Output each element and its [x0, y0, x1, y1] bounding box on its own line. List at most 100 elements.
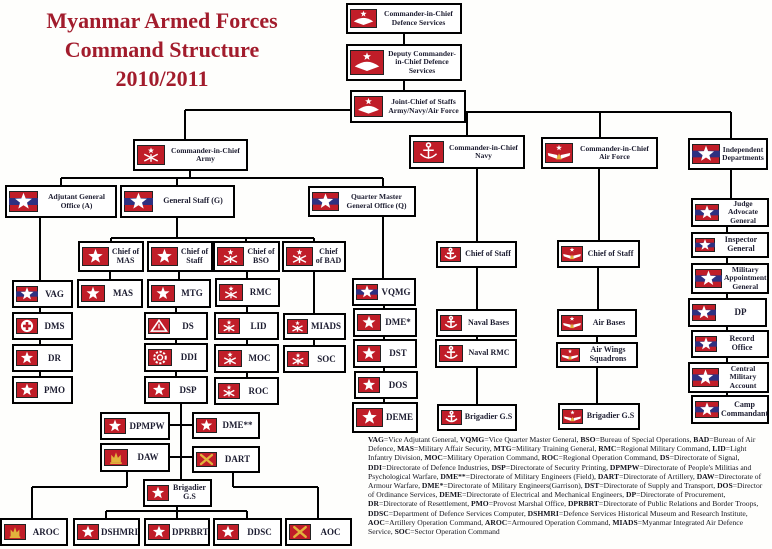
connector-line	[726, 393, 728, 395]
legend-definition: Directorate of Defence Industries	[386, 462, 488, 472]
legend-abbr: MTG	[493, 444, 512, 454]
legend-abbr: DEME	[439, 490, 463, 500]
connector-line	[596, 368, 598, 403]
legend-separator: ,	[564, 499, 568, 509]
legend-definition: Sector Operation Command	[414, 526, 500, 536]
connector-line	[232, 473, 234, 487]
legend-entry: DS=Directorate of Signal,	[660, 453, 740, 462]
connector-line	[176, 178, 178, 185]
crossed-flag-icon	[218, 350, 242, 367]
org-node-air-wings: Air Wings Squadrons	[556, 342, 638, 368]
legend-definition: Vice Quarter Master General	[488, 435, 577, 444]
legend-definition: Directorate of Signal	[673, 453, 738, 463]
connector-line	[178, 272, 180, 279]
connector-line	[726, 294, 728, 298]
org-node-chief-staff-army: Chief of Staff	[147, 241, 213, 272]
connector-line	[176, 218, 178, 238]
legend-definition: Light Infantry Division	[368, 444, 747, 463]
connector-line	[126, 472, 128, 487]
star-flag-icon	[16, 382, 38, 398]
connector-line	[245, 238, 247, 241]
legend-definition: Military Affair Security	[418, 444, 490, 454]
org-node-roc: ROC	[214, 377, 279, 405]
legend-entry: DP=Directorate of Procurement,	[626, 490, 725, 499]
org-node-dme1: DME*	[353, 308, 417, 337]
org-node-naval-bases: Naval Bases	[436, 309, 517, 337]
connector-line	[382, 178, 384, 186]
org-node-dpmpw: DPMPW	[100, 412, 170, 440]
legend-equals: =	[410, 526, 415, 536]
org-node-label: Military Appointment General	[724, 264, 767, 291]
org-node-chief-bso: Chief of BSO	[213, 241, 280, 272]
star-flag-icon	[147, 485, 169, 501]
legend-abbr: VQMG	[459, 435, 485, 444]
connector-line	[382, 217, 384, 278]
org-node-label: Brigadier G.S	[586, 411, 635, 421]
legend-definition: Regional Military Command	[620, 444, 709, 454]
legend-separator: ,	[418, 480, 422, 490]
org-node-label: Inspector General	[724, 235, 758, 253]
signal-flag-icon	[148, 318, 170, 334]
org-node-label: Record Office	[729, 334, 755, 352]
org-node-label: Brigadier G.S	[464, 412, 513, 422]
org-node-label: DOS	[388, 379, 408, 390]
connector-line	[246, 373, 248, 377]
crossed-flag-icon	[287, 319, 308, 334]
legend-definition: Department of Defence Services Computer	[392, 508, 524, 518]
legend-abbr: DDSC	[368, 508, 389, 518]
connector-line	[313, 272, 315, 313]
legend-abbr: AROC	[484, 517, 508, 527]
connector-line	[476, 368, 478, 404]
anchor-flag-icon	[439, 345, 463, 362]
org-node-dprbrt: DPRBRT	[144, 518, 210, 546]
legend-equals: =	[725, 444, 731, 454]
connector-line	[726, 358, 728, 362]
legend-definition: Vice Adjutant General	[388, 435, 457, 444]
legend-entry: DOS=Director of Ordinance Services,	[368, 481, 762, 499]
star-flag-icon	[151, 247, 178, 266]
legend-entry: LID=Light Infantry Division,	[368, 444, 747, 462]
org-node-deputy-cinc-ds: Deputy Commander-in-Chief Defence Servic…	[346, 44, 462, 81]
org-node-label: Chief of Staff	[465, 249, 511, 259]
org-node-label: DPRBRT	[172, 526, 209, 537]
legend-definition: Directorate of Armour Warfare	[368, 471, 762, 490]
legend-entry: MTG=Military Training General,	[494, 444, 599, 453]
org-node-ds: DS	[144, 312, 208, 340]
org-node-dart: DART	[192, 446, 260, 473]
org-node-label: MOC	[248, 353, 271, 364]
org-node-label: Naval Bases	[467, 317, 510, 327]
connector-line	[246, 307, 248, 312]
legend-separator: ,	[692, 471, 697, 481]
legend-entry: DDI=Directorate of Defence Industries,	[368, 463, 491, 472]
org-node-dp: DP	[688, 298, 767, 327]
eagle-flag-icon	[354, 96, 383, 117]
gear-flag-icon	[148, 349, 172, 366]
connector-line	[176, 507, 178, 511]
legend: VAG=Vice Adjutant General, VQMG=Vice Qua…	[368, 435, 769, 536]
legend-entry: DART=Directorate of Artillery,	[598, 472, 697, 481]
chart-title-line1: Myanmar Armed Forces	[46, 8, 278, 33]
connector-line	[31, 487, 33, 518]
org-node-label: LID	[250, 320, 267, 331]
connector-line	[60, 178, 62, 185]
legend-equals: =	[714, 471, 719, 481]
legend-equals: =	[558, 453, 563, 463]
legend-abbr: DR	[368, 499, 379, 509]
org-node-brig-gs-army: Brigadier G.S	[143, 479, 212, 507]
legend-abbr: BAD	[693, 435, 710, 444]
connector-line	[39, 308, 41, 312]
legend-separator: ,	[723, 490, 726, 500]
artillery-flag-icon	[289, 524, 311, 540]
legend-separator: ,	[523, 508, 528, 518]
legend-abbr: DOS	[717, 480, 733, 490]
stripes-flag-icon	[692, 144, 720, 164]
org-node-mil-appt: Military Appointment General	[691, 263, 769, 294]
connector-line	[466, 111, 731, 113]
star-flag-icon	[217, 524, 239, 540]
legend-entry: DME*=Directorate of Military Engineers(G…	[422, 481, 585, 490]
org-node-label: Independent Departments	[722, 144, 764, 162]
crossed-flag-icon	[217, 247, 244, 266]
org-node-cinc-navy: Commander-in-Chief Navy	[409, 135, 525, 169]
legend-separator: ,	[737, 453, 740, 463]
stripes-flag-icon	[695, 401, 719, 418]
